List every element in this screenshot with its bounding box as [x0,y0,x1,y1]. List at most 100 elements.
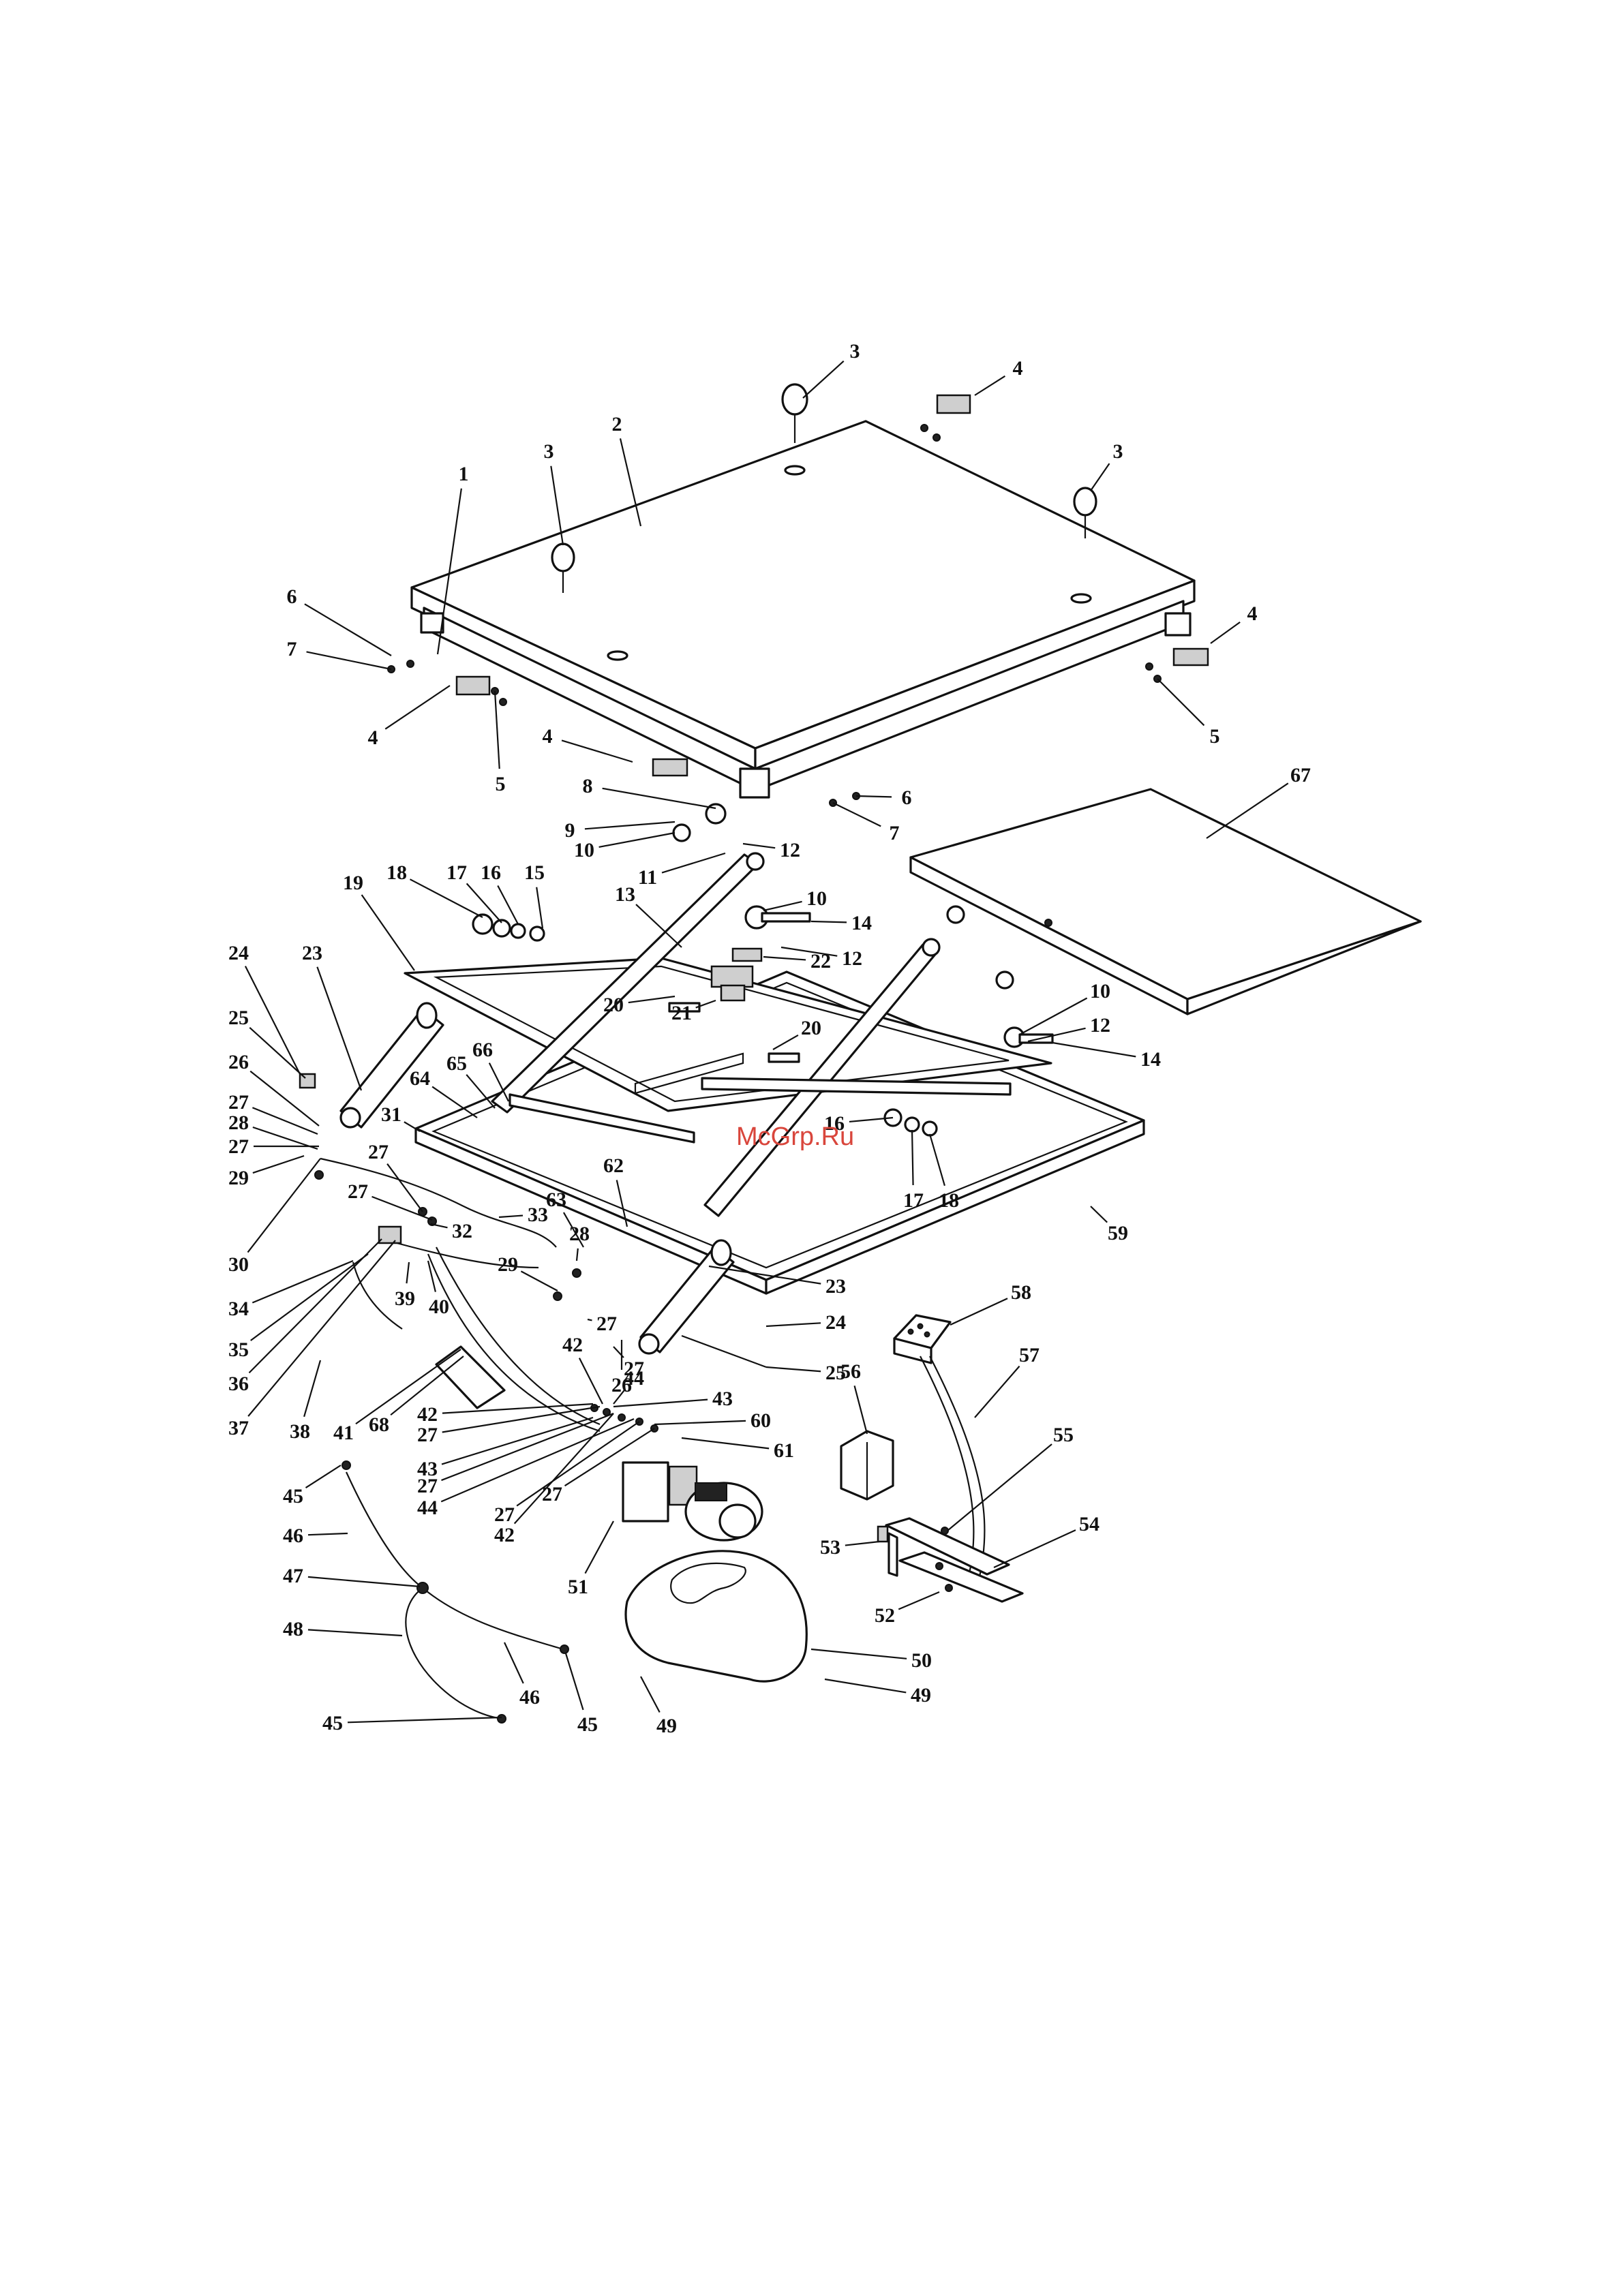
callout-25: 25 [228,1007,249,1029]
leader-line-16 [849,1116,894,1123]
leader-line-6 [855,795,892,798]
callout-10: 10 [1090,980,1110,1002]
leader-line-41 [355,1349,461,1425]
leader-line-55 [947,1443,1052,1531]
callout-43: 43 [712,1388,733,1410]
leader-line-17 [466,883,502,923]
leader-line-46 [504,1642,524,1684]
callout-49: 49 [656,1715,677,1737]
leader-line-16 [497,885,519,925]
leader-line-49 [824,1678,907,1694]
leader-line-56 [853,1386,868,1435]
callout-14: 14 [851,912,872,934]
leader-line-32 [430,1223,448,1229]
callout-44: 44 [624,1367,644,1390]
callout-12: 12 [780,839,800,861]
callout-4: 4 [368,726,378,749]
callout-65: 65 [446,1052,467,1075]
callout-27: 27 [228,1091,249,1114]
leader-line-24 [765,1322,821,1328]
leader-line-27 [442,1405,601,1433]
callout-42: 42 [562,1334,583,1356]
leader-line-46 [307,1532,348,1536]
callout-63: 63 [546,1189,566,1211]
leader-line-27 [441,1412,614,1482]
scissor-arms [491,852,1012,1217]
leader-line-20 [628,995,676,1004]
callout-27: 27 [417,1424,438,1446]
leader-line-65 [466,1074,496,1109]
callout-18: 18 [386,861,407,884]
leader-line-49 [640,1676,661,1713]
leader-line-4 [561,739,633,763]
callout-66: 66 [472,1039,493,1061]
leader-line-54 [993,1529,1076,1569]
callout-44: 44 [417,1497,438,1519]
callout-15: 15 [524,861,545,884]
leader-line-27 [587,1318,592,1321]
callout-27: 27 [542,1483,562,1505]
callout-45: 45 [322,1712,343,1734]
callout-6: 6 [287,585,297,608]
leader-line-20 [772,1034,799,1050]
leader-line-44 [440,1418,635,1503]
callout-22: 22 [810,950,831,973]
callout-27: 27 [494,1503,515,1526]
leader-line-23 [316,966,363,1091]
callout-54: 54 [1079,1513,1099,1535]
callout-57: 57 [1019,1344,1040,1366]
leader-line-29 [520,1270,558,1291]
callout-29: 29 [228,1167,249,1189]
leader-line-62 [616,1180,628,1227]
leader-line-12 [742,842,776,849]
leader-line-64 [431,1086,478,1118]
callout-51: 51 [568,1576,588,1598]
callout-4: 4 [1247,602,1258,625]
callout-47: 47 [283,1565,303,1587]
leader-line-45 [564,1653,584,1711]
leader-line-2 [619,438,642,527]
callout-64: 64 [410,1067,430,1090]
leader-line-27 [371,1195,433,1221]
ramp [909,788,1422,1015]
callout-59: 59 [1108,1222,1128,1244]
leader-line-30 [247,1158,321,1253]
callout-9: 9 [565,819,575,842]
callout-11: 11 [638,866,657,889]
callout-28: 28 [228,1112,249,1134]
callout-26: 26 [228,1051,249,1073]
callout-27: 27 [417,1475,438,1497]
leader-line-14 [1052,1041,1136,1058]
leader-line-53 [845,1540,880,1546]
callout-33: 33 [528,1204,548,1226]
leader-line-22 [763,955,806,961]
leader-line-50 [810,1648,907,1659]
callout-32: 32 [452,1220,472,1242]
leader-line-7 [832,802,881,827]
callout-46: 46 [519,1686,540,1709]
leader-line-48 [307,1629,403,1637]
callout-67: 67 [1290,764,1311,786]
leader-line-9 [584,821,676,830]
callout-36: 36 [228,1373,249,1395]
callout-23: 23 [302,942,322,964]
callout-45: 45 [283,1485,303,1507]
power-unit-cover [624,1550,808,1683]
leader-line-15 [536,887,544,929]
leader-line-57 [974,1365,1020,1418]
leader-line-27 [252,1107,318,1135]
callout-27: 27 [624,1358,644,1380]
callout-25: 25 [825,1362,846,1384]
leader-line-26 [249,1070,320,1127]
callout-14: 14 [1140,1048,1161,1071]
leader-line-21 [695,999,716,1009]
leader-line-45 [347,1716,502,1724]
callout-5: 5 [1210,725,1220,748]
callout-31: 31 [381,1103,401,1126]
leader-line-12 [1027,1027,1086,1043]
callout-53: 53 [820,1536,840,1559]
callout-60: 60 [750,1409,771,1432]
callout-29: 29 [498,1253,518,1276]
callout-7: 7 [890,822,900,844]
leader-line-25 [765,1366,821,1373]
